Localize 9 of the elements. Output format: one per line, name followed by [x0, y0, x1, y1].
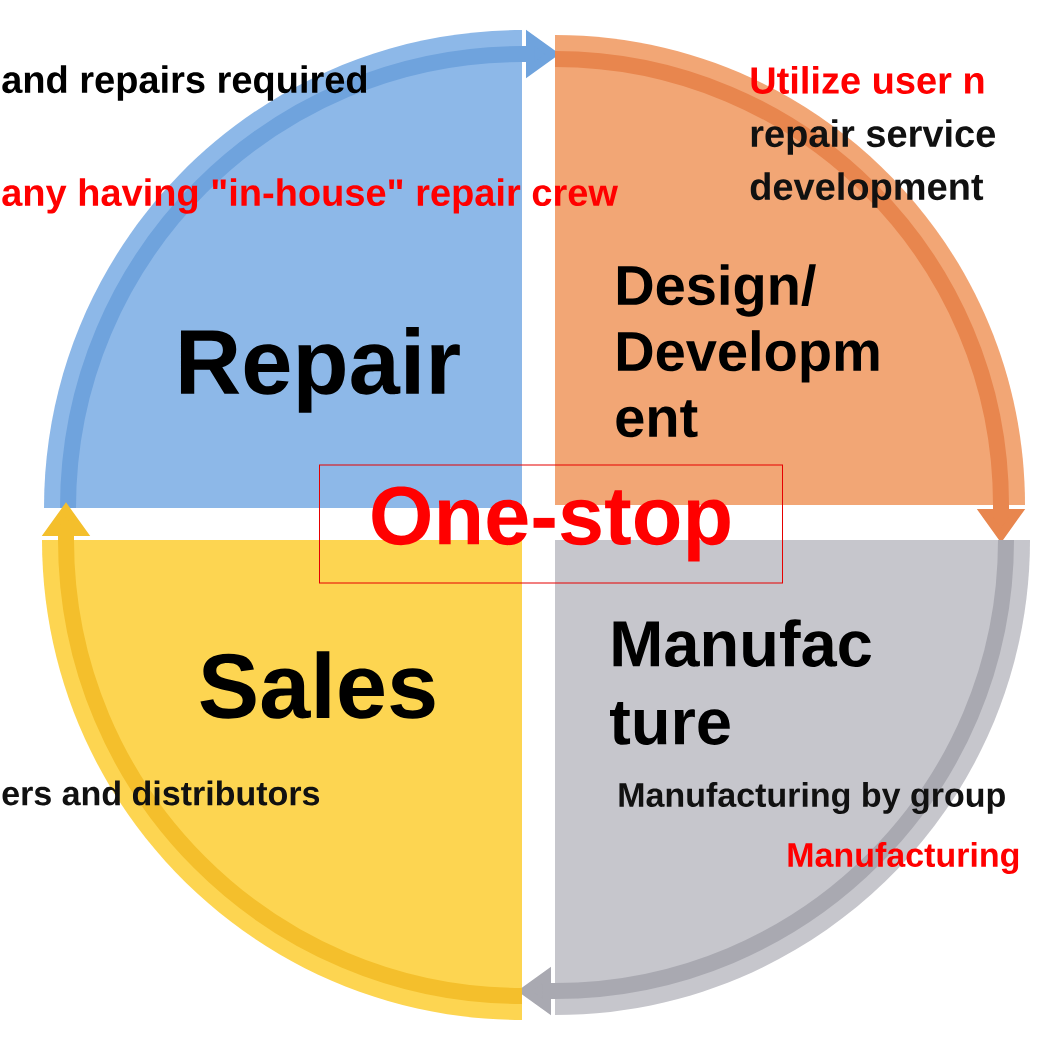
segment-title: Sales — [200, 651, 435, 719]
segment-title: Manufac ture — [610, 619, 871, 745]
segment-title: Design/ Developm ent — [616, 264, 879, 438]
center-box: One-stop — [319, 464, 783, 584]
note-text: Utilize user n — [751, 66, 984, 94]
note-text: Manufacturing — [788, 842, 1019, 874]
note-text: Manufacturing by group — [619, 782, 1005, 814]
segment-title: Repair — [181, 327, 460, 413]
note-text: repair service — [751, 119, 996, 155]
